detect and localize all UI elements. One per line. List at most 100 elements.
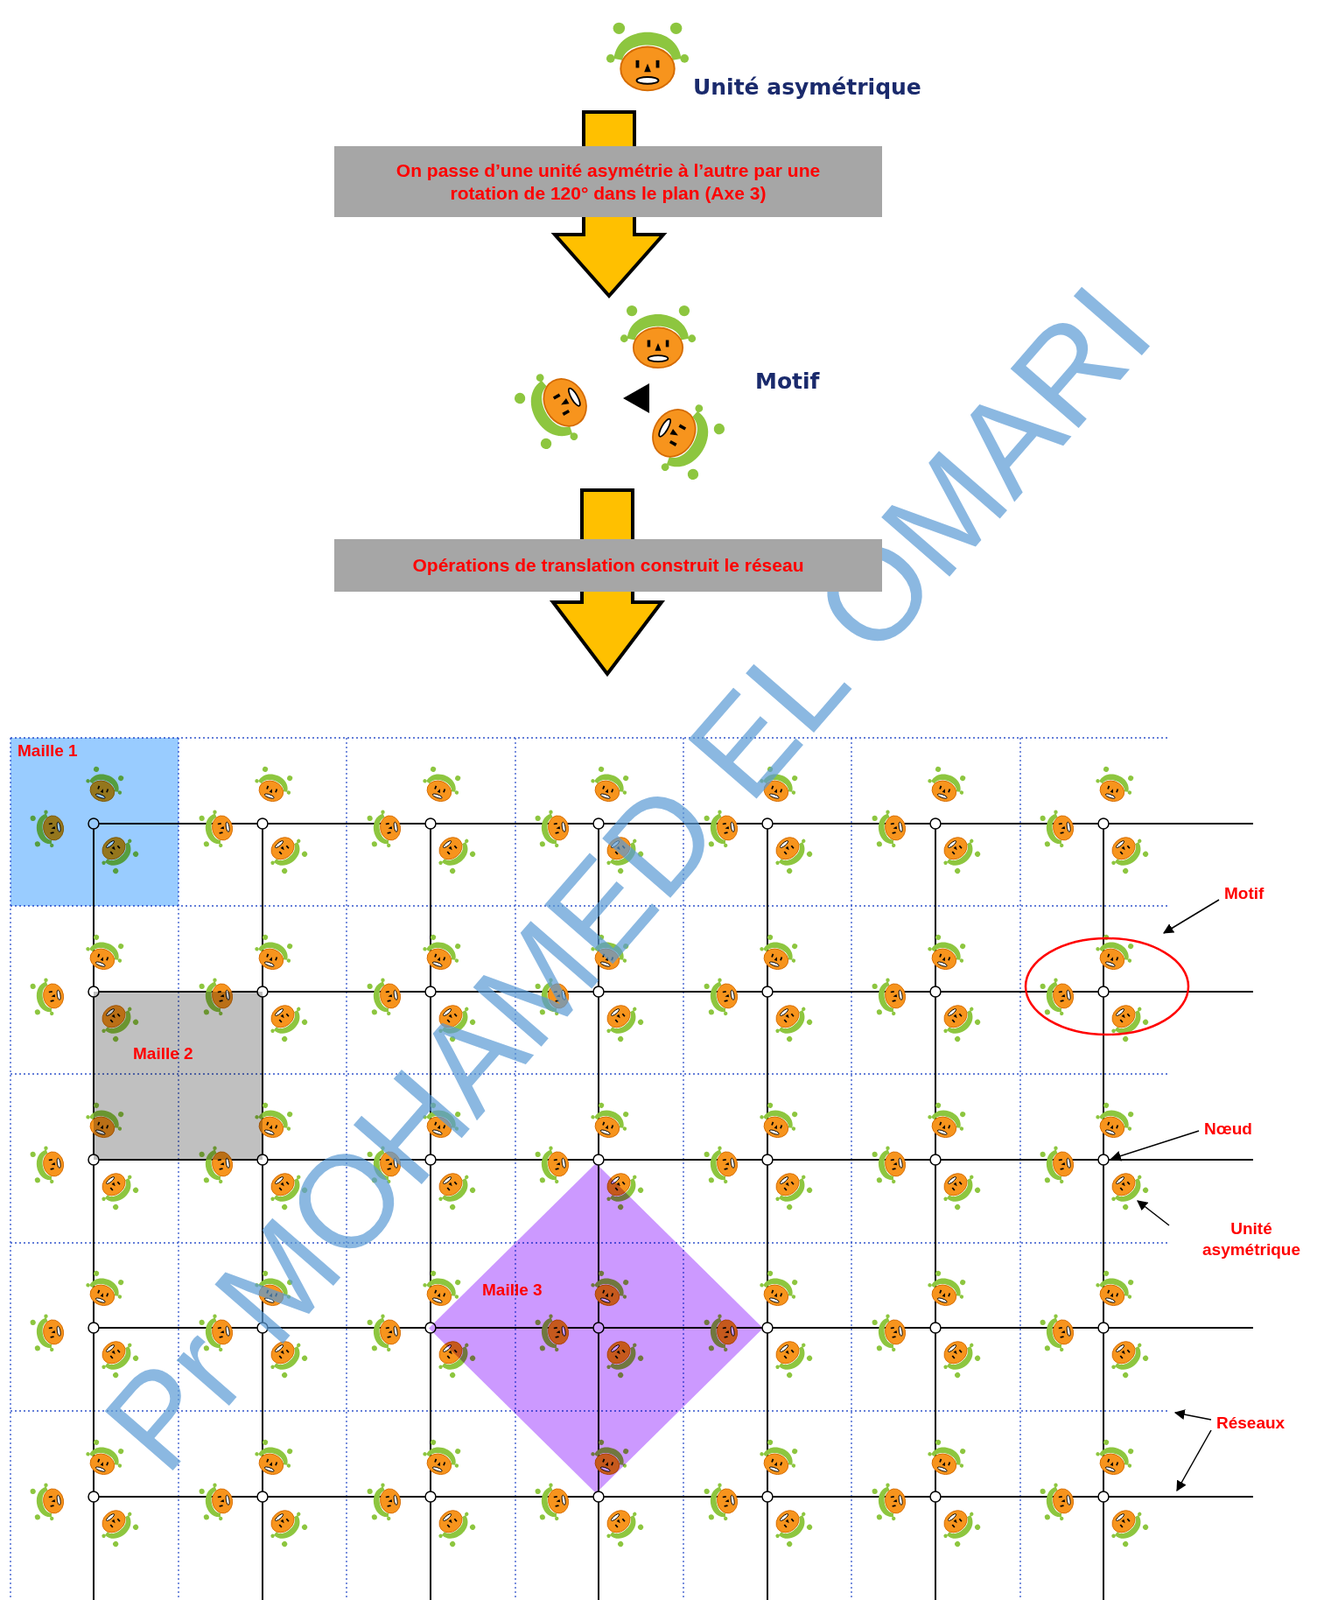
lattice-node bbox=[88, 1322, 99, 1333]
lattice-node bbox=[593, 1491, 604, 1502]
asymmetric-unit bbox=[28, 975, 67, 1019]
asymmetric-unit bbox=[766, 1164, 816, 1213]
diamond-fill bbox=[428, 1162, 764, 1493]
asymmetric-unit bbox=[261, 996, 311, 1045]
asymmetric-unit bbox=[755, 1268, 802, 1311]
asymmetric-unit bbox=[509, 359, 602, 456]
lattice-node bbox=[1098, 1322, 1109, 1333]
asymmetric-unit bbox=[92, 1501, 142, 1550]
asymmetric-unit bbox=[365, 975, 404, 1019]
asymmetric-unit bbox=[766, 1501, 816, 1550]
lattice-node bbox=[762, 1491, 773, 1502]
cell-grid-line bbox=[850, 737, 852, 1600]
asymmetric-unit bbox=[1038, 1480, 1077, 1524]
asymmetric-unit bbox=[870, 1311, 909, 1355]
lattice-node bbox=[1098, 1154, 1109, 1165]
motif-circle bbox=[1025, 938, 1189, 1035]
asymmetric-unit bbox=[365, 807, 404, 851]
asymmetric-unit bbox=[418, 932, 465, 975]
asymmetric-unit bbox=[702, 1480, 741, 1524]
asymmetric-unit bbox=[934, 1164, 984, 1213]
lattice-node bbox=[425, 818, 436, 829]
asymmetric-unit bbox=[934, 828, 984, 877]
asymmetric-unit bbox=[766, 1332, 816, 1381]
lattice-node bbox=[1098, 818, 1109, 829]
asymmetric-unit bbox=[1091, 1268, 1138, 1311]
banner-text: Opérations de translation construit le r… bbox=[413, 553, 805, 576]
lattice-node bbox=[425, 1491, 436, 1502]
asymmetric-unit bbox=[250, 932, 297, 975]
process-banner: Opérations de translation construit le r… bbox=[334, 539, 883, 592]
asymmetric-unit bbox=[250, 764, 297, 807]
asymmetric-unit bbox=[250, 1437, 297, 1480]
asymmetric-unit bbox=[81, 932, 128, 975]
asymmetric-unit bbox=[766, 996, 816, 1045]
lattice-line bbox=[429, 823, 432, 1600]
asymmetric-unit bbox=[1102, 996, 1152, 1045]
callout-label: Motif bbox=[1224, 882, 1264, 904]
asymmetric-unit bbox=[261, 1501, 311, 1550]
asymmetric-unit bbox=[923, 764, 970, 807]
asymmetric-unit bbox=[755, 932, 802, 975]
asymmetric-unit bbox=[418, 1437, 465, 1480]
banner-text: On passe d’une unité asymétrie à l’autre… bbox=[378, 159, 839, 204]
asymmetric-unit bbox=[870, 975, 909, 1019]
asymmetric-unit bbox=[597, 1501, 647, 1550]
leader-arrow bbox=[1163, 899, 1219, 933]
asymmetric-unit bbox=[870, 1480, 909, 1524]
lattice-node bbox=[1098, 986, 1109, 997]
lattice-node bbox=[425, 986, 436, 997]
lattice-node bbox=[762, 986, 773, 997]
cell-label: Maille 1 bbox=[17, 741, 78, 762]
asymmetric-unit bbox=[1091, 1437, 1138, 1480]
lattice-node bbox=[1098, 1491, 1109, 1502]
asymmetric-unit bbox=[1038, 807, 1077, 851]
cell-label: Maille 3 bbox=[482, 1280, 543, 1301]
lattice-node bbox=[257, 818, 268, 829]
asymmetric-unit bbox=[1038, 975, 1077, 1019]
lattice-node bbox=[593, 1154, 604, 1165]
asymmetric-unit bbox=[606, 22, 689, 92]
asymmetric-unit bbox=[261, 828, 311, 877]
asymmetric-unit bbox=[28, 1143, 67, 1187]
asymmetric-unit bbox=[197, 1480, 236, 1524]
asymmetric-unit bbox=[533, 807, 572, 851]
cell-grid-line bbox=[514, 737, 516, 1600]
asymmetric-unit bbox=[1091, 1100, 1138, 1143]
unit-cell-diamond: Maille 3 bbox=[428, 1162, 764, 1493]
lattice-line bbox=[934, 823, 937, 1600]
asymmetric-unit bbox=[81, 1437, 128, 1480]
asymmetric-unit bbox=[1102, 828, 1152, 877]
asymmetric-unit bbox=[923, 1268, 970, 1311]
asymmetric-unit bbox=[92, 1164, 142, 1213]
asymmetric-unit bbox=[28, 1311, 67, 1355]
lattice-node bbox=[930, 818, 941, 829]
asymmetric-unit bbox=[766, 828, 816, 877]
process-banner: On passe d’une unité asymétrie à l’autre… bbox=[334, 146, 883, 218]
asymmetric-unit bbox=[923, 1100, 970, 1143]
unit-cell: Maille 1 bbox=[10, 737, 179, 906]
asymmetric-unit bbox=[934, 1332, 984, 1381]
unit-cell: Maille 2 bbox=[93, 991, 263, 1160]
asymmetric-unit bbox=[586, 1100, 633, 1143]
asymmetric-unit bbox=[923, 1437, 970, 1480]
figure-label: Motif bbox=[755, 367, 820, 395]
lattice-line bbox=[92, 823, 95, 1600]
asymmetric-unit bbox=[1102, 1332, 1152, 1381]
asymmetric-unit bbox=[28, 1480, 67, 1524]
leader-arrow bbox=[1176, 1429, 1212, 1491]
cell-grid-line bbox=[1019, 737, 1021, 1600]
lattice-node bbox=[762, 1322, 773, 1333]
diamond-outline bbox=[428, 1162, 764, 1493]
asymmetric-unit bbox=[365, 1480, 404, 1524]
lattice-line bbox=[1102, 823, 1105, 1600]
callout-label: Réseaux bbox=[1216, 1412, 1285, 1434]
asymmetric-unit bbox=[637, 390, 730, 487]
asymmetric-unit bbox=[755, 1100, 802, 1143]
asymmetric-unit bbox=[923, 932, 970, 975]
threefold-axis-symbol bbox=[623, 383, 650, 414]
lattice-node bbox=[930, 1491, 941, 1502]
lattice-node bbox=[88, 1491, 99, 1502]
asymmetric-unit bbox=[934, 996, 984, 1045]
lattice-node bbox=[257, 1491, 268, 1502]
